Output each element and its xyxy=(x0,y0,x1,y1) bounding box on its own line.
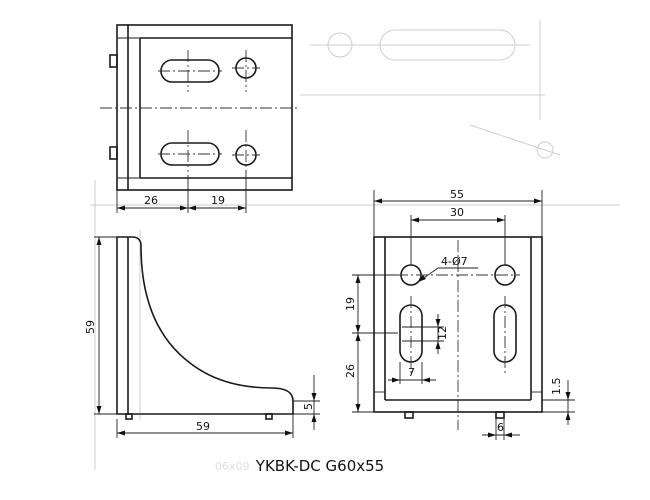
side-view-dimensions: 59 59 5 xyxy=(84,236,320,438)
front-view-dimensions: 55 30 4-Ø7 19 26 12 7 xyxy=(344,188,575,440)
dim-front-19: 19 xyxy=(344,297,357,311)
dim-front-26: 26 xyxy=(344,364,357,378)
top-view-dimensions: 26 19 xyxy=(116,170,247,213)
dim-front-55: 55 xyxy=(450,188,464,201)
side-view xyxy=(116,236,294,420)
dim-top-19: 19 xyxy=(211,194,225,207)
dim-front-foot-6: 6 xyxy=(497,421,504,434)
dim-front-30: 30 xyxy=(450,206,464,219)
dim-side-height-59: 59 xyxy=(84,320,97,334)
svg-text:06x09: 06x09 xyxy=(215,460,250,473)
background-ghost-lines: 06x09 xyxy=(90,20,620,473)
dim-front-slot-12: 12 xyxy=(436,326,449,340)
dim-front-lip-1-5: 1.5 xyxy=(550,378,563,396)
dim-top-26: 26 xyxy=(144,194,158,207)
dim-side-foot-5: 5 xyxy=(302,403,315,410)
drawing-title: YKBK-DC G60x55 xyxy=(255,457,384,475)
dim-front-slot-7: 7 xyxy=(408,366,415,379)
top-view xyxy=(100,24,300,191)
dim-side-width-59: 59 xyxy=(196,420,210,433)
dim-front-hole-label: 4-Ø7 xyxy=(441,255,468,268)
